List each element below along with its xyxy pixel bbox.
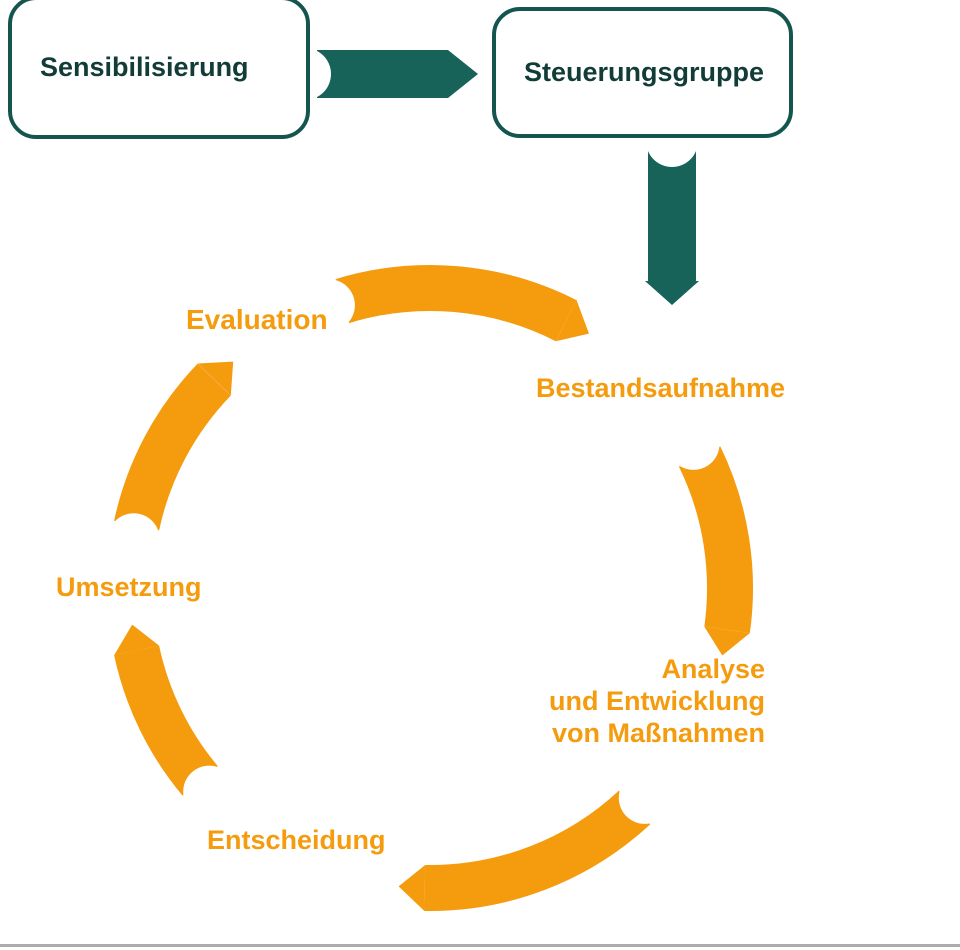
cycle-step-label-entscheidung: Entscheidung: [207, 825, 386, 855]
cycle-arc-bestandsaufnahme-to-analyse: [667, 417, 754, 656]
flow-box-steuerungsgruppe: Steuerungsgruppe: [492, 7, 793, 138]
arc-tail-notch: [667, 417, 720, 470]
arc-body: [424, 790, 651, 912]
arc-body: [114, 645, 219, 796]
cycle-step-label-bestandsaufnahme: Bestandsaufnahme: [536, 373, 786, 403]
cycle-step-label-evaluation: Evaluation: [186, 304, 328, 335]
cycle-arc-umsetzung-to-evaluation: [107, 361, 234, 566]
arc-tail-notch: [107, 513, 160, 566]
arrow-right-body: [317, 50, 478, 98]
arc-head-tip: [704, 626, 750, 656]
arrow-down-body: [645, 141, 699, 305]
arc-head-tip: [398, 865, 426, 911]
bottom-divider: [0, 944, 960, 947]
arc-tail-notch: [618, 771, 671, 824]
arc-body: [335, 265, 577, 342]
arc-head-tip: [555, 300, 589, 342]
cycle-arc-entscheidung-to-umsetzung: [114, 624, 236, 818]
arrow-down-icon: [645, 115, 699, 305]
cycle-step-label-umsetzung: Umsetzung: [56, 572, 202, 602]
flow-box-sensibilisierung-label: Sensibilisierung: [40, 52, 249, 82]
cycle-arc-analyse-to-entscheidung: [398, 771, 671, 912]
arc-tail-notch: [183, 765, 236, 818]
arc-head-tip: [114, 624, 160, 656]
cycle-arc-evaluation-to-bestandsaufnahme: [302, 265, 589, 342]
arc-body: [114, 363, 232, 531]
flow-box-steuerungsgruppe-label: Steuerungsgruppe: [524, 57, 765, 87]
cycle-step-label-analyse: Analyse und Entwicklung von Maßnahmen: [549, 654, 765, 748]
flow-box-sensibilisierung: Sensibilisierung: [8, 0, 310, 139]
arc-tail-notch: [302, 279, 355, 332]
arc-head-tip: [197, 361, 234, 396]
arc-body: [678, 446, 754, 633]
